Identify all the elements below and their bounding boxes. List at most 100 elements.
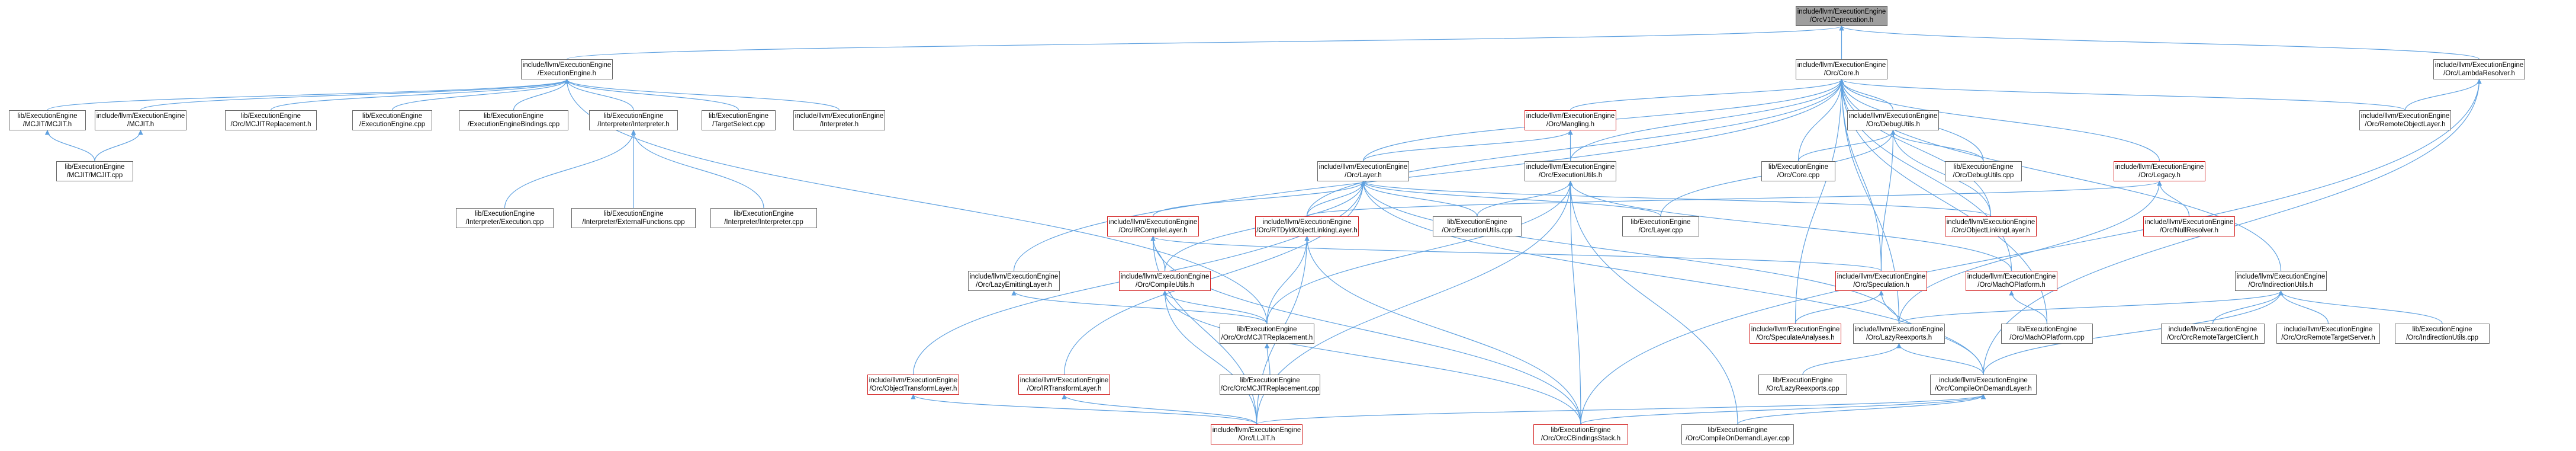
edge-layer-irtransform: [1063, 181, 1366, 375]
edge-debugutils-objlink: [1890, 130, 1992, 217]
edge-cod-codcpp: [1737, 394, 1986, 425]
edge-ee-interp2: [564, 79, 840, 111]
edge-ee-eebind: [513, 79, 570, 111]
edge-ee-orcmcjitrepl: [270, 79, 570, 111]
edge-legacy-lazyreexports: [1898, 181, 2162, 324]
edge-compileutils-lljit: [1162, 290, 1258, 425]
node-orc-remote-target-client-h[interactable]: include/llvm/ExecutionEngine/Orc/OrcRemo…: [2161, 324, 2265, 344]
edge-layer-objlink: [1361, 181, 1992, 217]
node-interpreter-external-functions-cpp[interactable]: lib/ExecutionEngine/Interpreter/External…: [571, 208, 696, 228]
node-debug-utils-h[interactable]: include/llvm/ExecutionEngine/Orc/DebugUt…: [1847, 110, 1939, 130]
edge-compileutils-orccbind: [1162, 290, 1581, 425]
edge-layer-rtdyld: [1306, 181, 1366, 217]
node-lazy-emitting-layer-h[interactable]: include/llvm/ExecutionEngine/Orc/LazyEmi…: [968, 271, 1060, 291]
node-orc-mcjit-replacement-h[interactable]: lib/ExecutionEngine/Orc/MCJITReplacement…: [225, 110, 317, 130]
node-layer-cpp[interactable]: lib/ExecutionEngine/Orc/Layer.cpp: [1622, 216, 1699, 236]
node-remote-object-layer-h[interactable]: include/llvm/ExecutionEngine/Orc/RemoteO…: [2359, 110, 2451, 130]
node-orc-cbindings-stack-h[interactable]: lib/ExecutionEngine/Orc/OrcCBindingsStac…: [1533, 424, 1628, 444]
node-null-resolver-h[interactable]: include/llvm/ExecutionEngine/Orc/NullRes…: [2143, 216, 2235, 236]
edge-interph-iexec: [504, 130, 636, 209]
node-indirection-utils-cpp[interactable]: lib/ExecutionEngine/Orc/IndirectionUtils…: [2395, 324, 2490, 344]
edge-rtdyld-orccbind: [1304, 236, 1581, 425]
edge-core-specanalyses: [1794, 79, 1844, 324]
edge-executils-codcpp: [1568, 181, 1738, 425]
node-rtdyld-object-linking-layer-h[interactable]: include/llvm/ExecutionEngine/Orc/RTDyldO…: [1255, 216, 1359, 236]
node-execution-engine-cpp[interactable]: lib/ExecutionEngine/ExecutionEngine.cpp: [352, 110, 432, 130]
edge-lazyemit-orcmcjitrepl2: [1011, 290, 1268, 324]
node-include-interpreter-h[interactable]: include/llvm/ExecutionEngine/Interpreter…: [793, 110, 885, 130]
node-core-cpp[interactable]: lib/ExecutionEngine/Orc/Core.cpp: [1761, 161, 1835, 181]
node-execution-engine-h[interactable]: include/llvm/ExecutionEngine/ExecutionEn…: [521, 59, 613, 79]
edge-ee-mcjit2h: [140, 79, 570, 111]
node-ir-transform-layer-h[interactable]: include/llvm/ExecutionEngine/Orc/IRTrans…: [1018, 375, 1110, 395]
edge-indirection-cod: [1983, 290, 2284, 375]
node-execution-engine-bindings-cpp[interactable]: lib/ExecutionEngine/ExecutionEngineBindi…: [459, 110, 568, 130]
node-orc-mcjit-replacement-h-2[interactable]: lib/ExecutionEngine/Orc/OrcMCJITReplacem…: [1220, 324, 1314, 344]
edge-lazyreexports-lazyreexportscpp: [1802, 343, 1902, 375]
node-execution-utils-h[interactable]: include/llvm/ExecutionEngine/Orc/Executi…: [1525, 161, 1616, 181]
edge-indirection-indircpp: [2278, 290, 2443, 324]
edge-legacy-rtdyld: [1306, 181, 2162, 217]
node-object-transform-layer-h[interactable]: include/llvm/ExecutionEngine/Orc/ObjectT…: [867, 375, 959, 395]
node-lazy-reexports-h[interactable]: include/llvm/ExecutionEngine/Orc/LazyRee…: [1853, 324, 1945, 344]
edge-rtdyld-orcmcjitrepl2: [1266, 236, 1310, 324]
edge-orcv1-ee: [566, 25, 1844, 60]
edge-mcjit2h-mcjitcpp: [94, 130, 143, 162]
node-debug-utils-cpp[interactable]: lib/ExecutionEngine/Orc/DebugUtils.cpp: [1945, 161, 2022, 181]
edge-indirection-lazyreexports: [1898, 290, 2284, 324]
node-speculation-h[interactable]: include/llvm/ExecutionEngine/Orc/Specula…: [1835, 271, 1927, 291]
edge-cod-orccbind: [1580, 394, 1986, 425]
edge-ircompile-speculation: [1150, 236, 1882, 271]
node-interpreter-execution-cpp[interactable]: lib/ExecutionEngine/Interpreter/Executio…: [456, 208, 554, 228]
edge-lazyreexports-cod: [1896, 343, 1984, 375]
node-orcv1-deprecation: include/llvm/ExecutionEngine/OrcV1Deprec…: [1796, 6, 1887, 26]
node-lazy-reexports-cpp[interactable]: lib/ExecutionEngine/Orc/LazyReexports.cp…: [1758, 375, 1847, 395]
node-interpreter-h[interactable]: lib/ExecutionEngine/Interpreter/Interpre…: [589, 110, 678, 130]
edge-ee-mcjith: [47, 79, 570, 111]
node-lambda-resolver-h[interactable]: include/llvm/ExecutionEngine/Orc/LambdaR…: [2433, 59, 2525, 79]
edge-mcjith-mcjitcpp: [44, 130, 95, 162]
node-target-select-cpp[interactable]: lib/ExecutionEngine/TargetSelect.cpp: [702, 110, 776, 130]
node-include-mcjit-h[interactable]: include/llvm/ExecutionEngine/MCJIT.h: [95, 110, 186, 130]
node-mcjit-h[interactable]: lib/ExecutionEngine/MCJIT/MCJIT.h: [9, 110, 86, 130]
node-compile-on-demand-layer-h[interactable]: include/llvm/ExecutionEngine/Orc/Compile…: [1930, 375, 2037, 395]
edge-debugutils-speculation: [1880, 130, 1896, 271]
node-speculate-analyses-h[interactable]: include/llvm/ExecutionEngine/Orc/Specula…: [1750, 324, 1841, 344]
edge-lambda-orccbind: [1580, 79, 2482, 425]
node-compile-utils-h[interactable]: include/llvm/ExecutionEngine/Orc/Compile…: [1119, 271, 1211, 291]
node-execution-utils-cpp[interactable]: lib/ExecutionEngine/Orc/ExecutionUtils.c…: [1433, 216, 1522, 236]
edge-orcv1-lambda: [1839, 25, 2480, 60]
node-macho-platform-h[interactable]: include/llvm/ExecutionEngine/Orc/MachOPl…: [1966, 271, 2057, 291]
node-lljit-h[interactable]: include/llvm/ExecutionEngine/Orc/LLJIT.h: [1211, 424, 1303, 444]
node-legacy-h[interactable]: include/llvm/ExecutionEngine/Orc/Legacy.…: [2114, 161, 2205, 181]
edge-layer-lazyreexports: [1361, 181, 1900, 324]
node-indirection-utils-h[interactable]: include/llvm/ExecutionEngine/Orc/Indirec…: [2235, 271, 2327, 291]
node-orc-core-h[interactable]: include/llvm/ExecutionEngine/Orc/Core.h: [1796, 59, 1887, 79]
node-compile-on-demand-layer-cpp[interactable]: lib/ExecutionEngine/Orc/CompileOnDemandL…: [1681, 424, 1794, 444]
node-mangling-h[interactable]: include/llvm/ExecutionEngine/Orc/Manglin…: [1525, 110, 1616, 130]
edge-compileutils-orcmcjitrepl2: [1162, 290, 1268, 324]
edge-speculation-specanalyses: [1794, 290, 1884, 324]
node-interpreter-interpreter-cpp[interactable]: lib/ExecutionEngine/Interpreter/Interpre…: [710, 208, 817, 228]
node-object-linking-layer-h[interactable]: include/llvm/ExecutionEngine/Orc/ObjectL…: [1945, 216, 2037, 236]
edge-ircompile-compileutils: [1150, 236, 1166, 271]
node-mcjit-cpp[interactable]: lib/ExecutionEngine/MCJIT/MCJIT.cpp: [56, 161, 133, 181]
node-orc-remote-target-server-h[interactable]: include/llvm/ExecutionEngine/Orc/OrcRemo…: [2276, 324, 2380, 344]
edge-executils-orccbind: [1568, 181, 1581, 425]
edge-core-objlink: [1839, 79, 1992, 217]
node-ir-compile-layer-h[interactable]: include/llvm/ExecutionEngine/Orc/IRCompi…: [1107, 216, 1199, 236]
edge-orcmcjitrepl2-orcmcjitreplcpp: [1264, 343, 1271, 375]
edge-core-legacy: [1839, 79, 2160, 162]
edge-mangling-layer: [1362, 130, 1573, 162]
edge-executils-macho: [1568, 181, 2012, 271]
node-orc-mcjit-replacement-cpp[interactable]: lib/ExecutionEngine/Orc/OrcMCJITReplacem…: [1220, 375, 1320, 395]
edge-executils-executilscpp: [1477, 181, 1573, 217]
edge-ee-tselect: [564, 79, 739, 111]
edge-core-remoteobj: [1839, 79, 2406, 111]
edge-core-mangling: [1570, 79, 1844, 111]
node-macho-platform-cpp[interactable]: lib/ExecutionEngine/Orc/MachOPlatform.cp…: [2001, 324, 2093, 344]
edge-core-indirection: [1839, 79, 2282, 271]
edge-legacy-nullresolver: [2157, 181, 2190, 217]
edge-layer-ircompile: [1152, 181, 1366, 217]
node-layer-h[interactable]: include/llvm/ExecutionEngine/Orc/Layer.h: [1317, 161, 1409, 181]
